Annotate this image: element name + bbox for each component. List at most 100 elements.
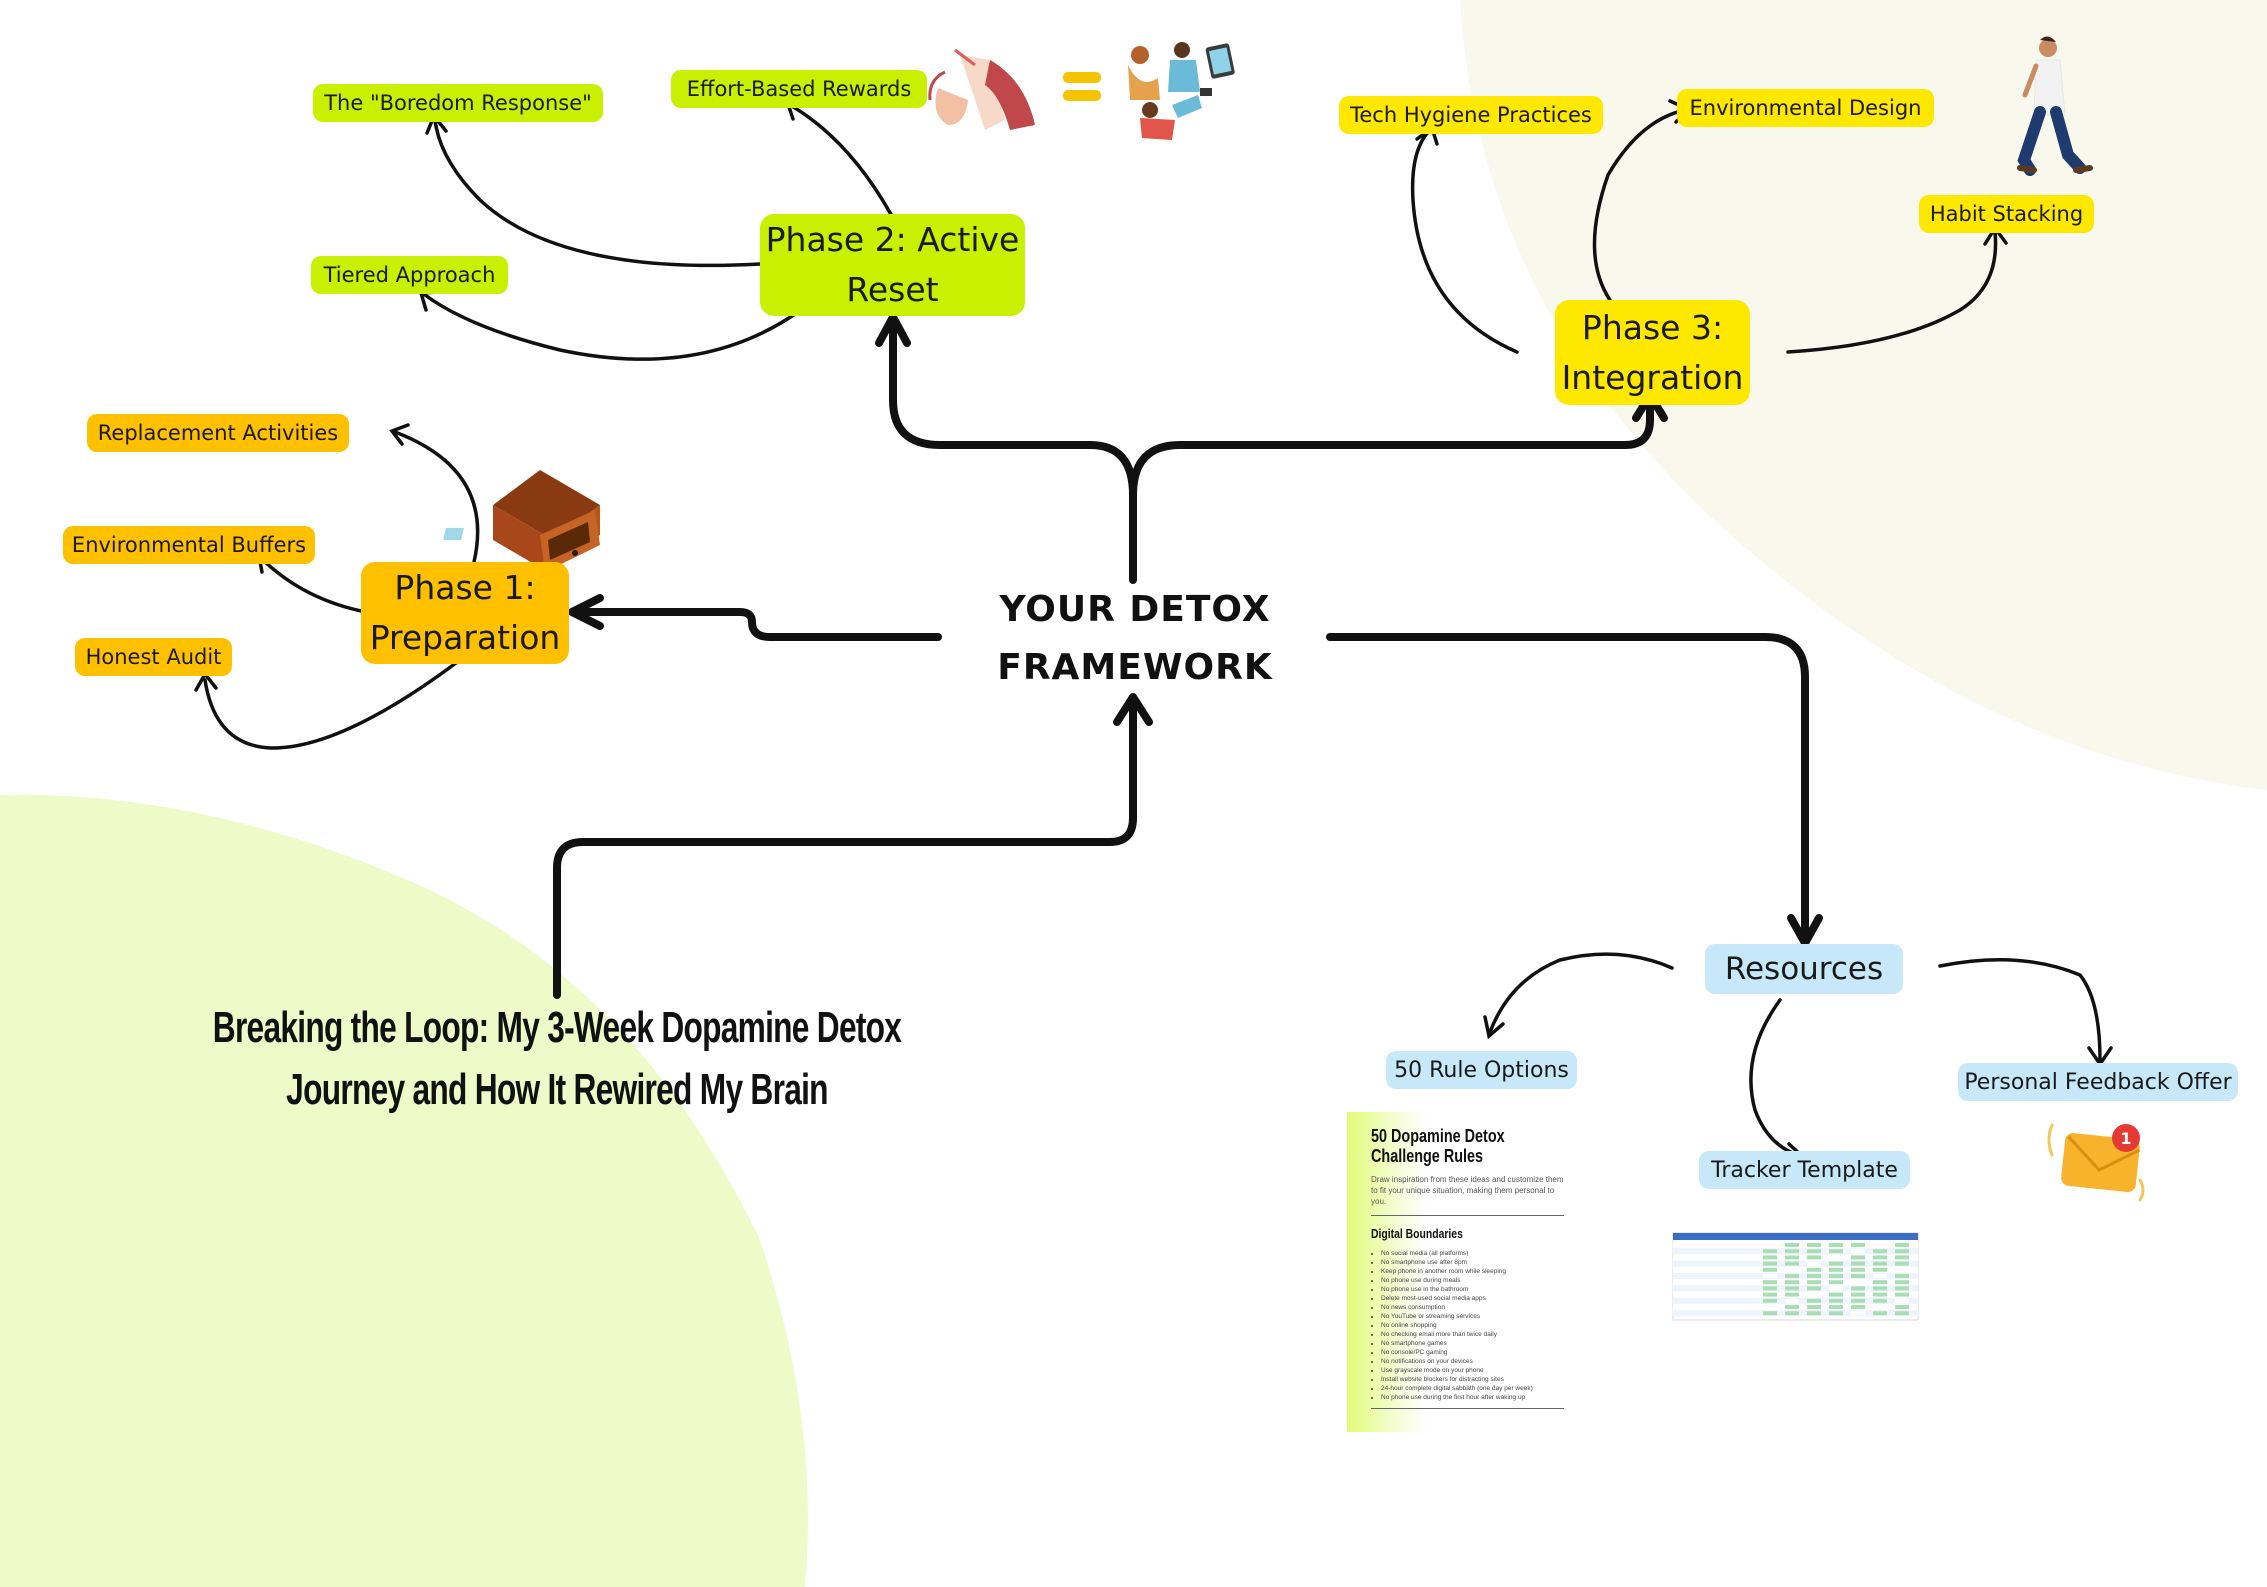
resources-node[interactable]: Resources xyxy=(1705,944,1903,994)
tracker-cell xyxy=(1851,1255,1865,1260)
rules-document-preview[interactable]: 50 Dopamine Detox Challenge Rules Draw i… xyxy=(1347,1112,1570,1432)
connector-phase1-audit xyxy=(203,658,462,750)
walking-person-icon xyxy=(2017,36,2093,176)
blog-title: Breaking the Loop: My 3-Week Dopamine De… xyxy=(197,997,917,1121)
rules-doc-intro: Draw inspiration from these ideas and cu… xyxy=(1371,1175,1564,1206)
rules-doc-item: No news consumption xyxy=(1381,1303,1564,1312)
tracker-cell xyxy=(1785,1274,1799,1278)
rules-doc-item: No notifications on your devices xyxy=(1381,1357,1564,1366)
tracker-cell xyxy=(1763,1280,1777,1285)
tracker-cell xyxy=(1829,1274,1843,1278)
tracker-cell xyxy=(1873,1311,1887,1316)
tracker-cell xyxy=(1829,1267,1843,1272)
connector-resources-rules xyxy=(1488,952,1674,1034)
tiered-approach-node[interactable]: Tiered Approach xyxy=(311,256,508,294)
tracker-cell xyxy=(1807,1261,1821,1266)
connector-center-phase1 xyxy=(576,608,942,641)
tracker-cell xyxy=(1873,1255,1887,1260)
drawer-icon xyxy=(443,470,600,575)
tracker-cell xyxy=(1873,1249,1887,1254)
tracker-cell xyxy=(1807,1243,1821,1247)
tracker-cell xyxy=(1851,1243,1865,1247)
tracker-template-node[interactable]: Tracker Template xyxy=(1699,1151,1910,1189)
tracker-cell xyxy=(1763,1261,1777,1266)
tracker-cell xyxy=(1763,1243,1777,1247)
phase2-node[interactable]: Phase 2: Active Reset xyxy=(760,214,1025,316)
tracker-cell xyxy=(1807,1298,1821,1303)
tracker-cell xyxy=(1807,1255,1821,1260)
rules-doc-title-line2: Challenge Rules xyxy=(1371,1146,1484,1166)
arrow-rules xyxy=(1483,1015,1505,1040)
tracker-cell xyxy=(1807,1311,1821,1316)
replacement-activities-node[interactable]: Replacement Activities xyxy=(87,414,349,452)
tracker-cell xyxy=(1763,1286,1777,1291)
tracker-cell xyxy=(1785,1298,1799,1303)
tracker-cell xyxy=(1895,1311,1909,1316)
rules-doc-item: No console/PC gaming xyxy=(1381,1348,1564,1357)
effort-based-rewards-node[interactable]: Effort-Based Rewards xyxy=(671,70,927,108)
phase2-line2: Reset xyxy=(846,270,939,309)
blog-title-line1: Breaking the Loop: My 3-Week Dopamine De… xyxy=(212,1003,902,1052)
phase1-node[interactable]: Phase 1: Preparation xyxy=(361,562,569,664)
tracker-cell xyxy=(1873,1243,1887,1247)
tracker-cell xyxy=(1807,1280,1821,1285)
tracker-cell xyxy=(1829,1243,1843,1247)
personal-feedback-node[interactable]: Personal Feedback Offer xyxy=(1958,1063,2238,1101)
tracker-cell xyxy=(1895,1305,1909,1309)
connector-phase2-effort xyxy=(788,103,895,220)
arrowhead-phase2 xyxy=(875,313,911,347)
connector-resources-tracker xyxy=(1749,998,1800,1157)
tracker-cell xyxy=(1895,1249,1909,1254)
tracker-cell xyxy=(1895,1280,1909,1285)
tracker-cell xyxy=(1873,1292,1887,1297)
rules-doc-item: Keep phone in another room while sleepin… xyxy=(1381,1267,1564,1276)
rules-doc-title-line1: 50 Dopamine Detox xyxy=(1371,1126,1505,1146)
tracker-cell xyxy=(1895,1267,1909,1272)
connector-phase1-buffers xyxy=(261,558,368,614)
connector-center-resources xyxy=(1326,633,1809,939)
phase1-line2: Preparation xyxy=(369,618,561,657)
phase3-line1: Phase 3: xyxy=(1581,307,1724,347)
tracker-cell xyxy=(1807,1305,1821,1309)
connector-center-phase2 xyxy=(889,321,1137,584)
arrowhead-center xyxy=(1113,693,1153,726)
tracker-cell xyxy=(1829,1292,1843,1297)
boredom-response-node[interactable]: The "Boredom Response" xyxy=(313,84,603,122)
connector-phase1-replacement xyxy=(393,430,480,564)
tracker-cell xyxy=(1829,1311,1843,1316)
tracker-cell xyxy=(1785,1243,1799,1247)
connector-phase3-habit xyxy=(1786,230,1998,354)
tracker-cell xyxy=(1873,1274,1887,1278)
people-group-icon xyxy=(1128,42,1235,140)
phase1-line1: Phase 1: xyxy=(394,568,536,607)
tracker-cell xyxy=(1851,1249,1865,1254)
tracker-cell xyxy=(1763,1255,1777,1260)
tracker-cell xyxy=(1785,1280,1799,1285)
rules-doc-item: 24-hour complete digital sabbath (one da… xyxy=(1381,1384,1564,1393)
environmental-buffers-node[interactable]: Environmental Buffers xyxy=(63,526,315,564)
tracker-cell xyxy=(1785,1267,1799,1272)
envelope-notification-icon xyxy=(2047,1123,2145,1202)
rules-doc-item: Use grayscale mode on your phone xyxy=(1381,1366,1564,1375)
tracker-cell xyxy=(1807,1292,1821,1297)
connector-phase3-envdesign xyxy=(1592,108,1687,302)
rules-doc-item: No social media (all platforms) xyxy=(1381,1249,1564,1258)
connector-resources-feedback xyxy=(1938,958,2102,1062)
tech-hygiene-node[interactable]: Tech Hygiene Practices xyxy=(1339,96,1603,134)
tracker-cell xyxy=(1895,1243,1909,1247)
tracker-cell xyxy=(1851,1267,1865,1272)
phase2-line1: Phase 2: Active xyxy=(765,220,1020,259)
rules-doc-item: Delete most-used social media apps xyxy=(1381,1294,1564,1303)
notification-count: 1 xyxy=(2120,1128,2132,1148)
connector-blog-center xyxy=(553,703,1137,999)
phase3-node[interactable]: Phase 3: Integration xyxy=(1555,300,1750,405)
tracker-cell xyxy=(1851,1292,1865,1297)
rule-options-node[interactable]: 50 Rule Options xyxy=(1386,1051,1577,1089)
habit-stacking-node[interactable]: Habit Stacking xyxy=(1919,195,2094,233)
resources-label: Resources xyxy=(1724,951,1884,987)
tracker-cell xyxy=(1873,1286,1887,1291)
environmental-design-node[interactable]: Environmental Design xyxy=(1677,89,1934,127)
honest-audit-node[interactable]: Honest Audit xyxy=(75,638,232,676)
tracker-cell xyxy=(1873,1298,1887,1303)
